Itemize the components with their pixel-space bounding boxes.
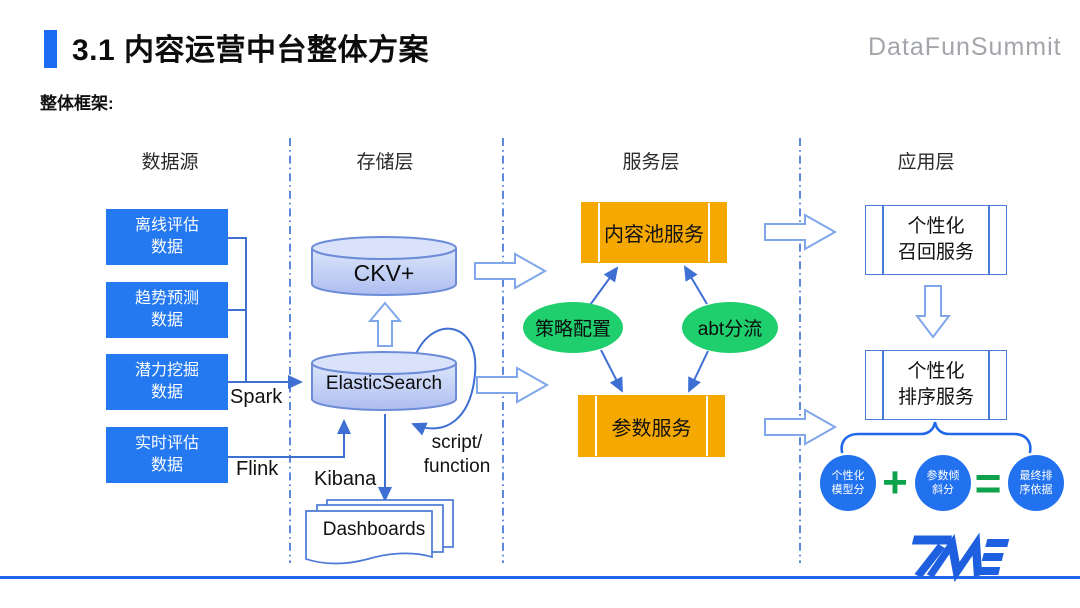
block-arrow-es-to-param: [476, 366, 550, 404]
brand-logo: DataFunSummit: [868, 33, 1062, 61]
column-header-application-layer: 应用层: [897, 152, 955, 173]
node-trend-predict-data: 趋势预测 数据: [106, 282, 228, 338]
subtitle: 整体框架:: [40, 94, 114, 113]
formula-brace: [840, 421, 1032, 454]
column-header-storage-layer: 存储层: [356, 152, 414, 173]
edge-strategy-to-pool: [589, 266, 619, 306]
column-header-data-source: 数据源: [141, 152, 199, 173]
tme-logo: [911, 532, 1010, 583]
block-arrow-pool-to-recall: [764, 213, 838, 251]
label-script-function: script/ function: [423, 432, 491, 477]
column-header-service-layer: 服务层: [622, 152, 680, 173]
edge-strategy-to-param: [600, 349, 623, 393]
node-content-pool-service: 内容池服务: [581, 202, 727, 263]
circle-final-rank-basis: 最终排 序依据: [1008, 455, 1064, 511]
circle-model-score: 个性化 模型分: [820, 455, 876, 511]
page-title: 3.1 内容运营中台整体方案: [72, 34, 430, 67]
node-offline-eval-data: 离线评估 数据: [106, 209, 228, 265]
block-arrow-es-to-ckv: [367, 301, 403, 347]
node-potential-mining-data: 潜力挖掘 数据: [106, 354, 228, 410]
block-arrow-param-to-rank: [764, 408, 838, 446]
elasticsearch-label: ElasticSearch: [325, 373, 443, 394]
edge-abt-to-pool: [683, 265, 708, 305]
label-kibana: Kibana: [314, 468, 377, 490]
node-elasticsearch: ElasticSearch: [310, 349, 458, 413]
circle-tilt-score: 参数倾 斜分: [915, 455, 971, 511]
ckv-label: CKV+: [353, 260, 415, 286]
label-spark: Spark: [230, 386, 283, 408]
node-personal-rank-service: 个性化 排序服务: [865, 350, 1007, 420]
node-personal-recall-service: 个性化 召回服务: [865, 205, 1007, 275]
label-flink: Flink: [236, 458, 279, 480]
edge-abt-to-param: [688, 350, 709, 393]
plus-operator: +: [882, 458, 908, 507]
tag-strategy-config: 策略配置: [523, 302, 623, 353]
tag-abt-split: abt分流: [682, 302, 778, 353]
node-parameter-service: 参数服务: [578, 395, 725, 457]
edge-source-bus: [228, 237, 247, 382]
block-arrow-ckv-to-pool: [474, 252, 548, 290]
title-accent-bar: [44, 30, 57, 68]
block-arrow-recall-to-rank: [914, 285, 952, 339]
node-ckv: CKV+: [310, 234, 458, 298]
equals-operator: =: [974, 457, 1002, 509]
node-realtime-eval-data: 实时评估 数据: [106, 427, 228, 483]
bottom-rule: [0, 576, 1080, 579]
edge-flink-to-es: [228, 419, 351, 458]
node-dashboards-label: Dashboards: [322, 519, 426, 540]
